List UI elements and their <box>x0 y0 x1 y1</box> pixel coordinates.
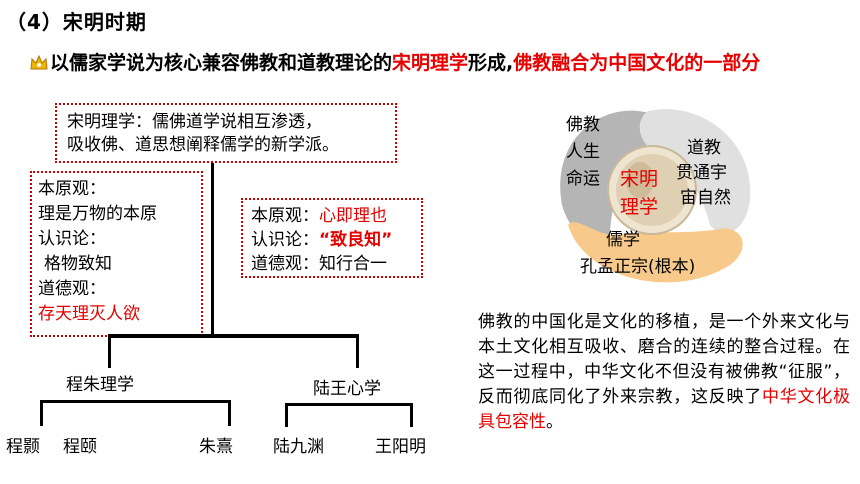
lw-line-1: 本原观：心即理也 <box>251 204 413 228</box>
definition-box: 宋明理学：儒佛道学说相互渗透， 吸收佛、道思想阐释儒学的新学派。 <box>55 103 397 163</box>
lw-label-3: 道德观： <box>251 254 319 274</box>
right-branch-drop <box>356 334 359 368</box>
left-sub-drop-1 <box>40 400 43 426</box>
lw-value-3: 知行合一 <box>319 254 387 274</box>
taoism-segment <box>639 109 751 233</box>
buddhism-label-3: 命运 <box>566 169 600 189</box>
branch-lu-wang: 陆王心学 <box>313 379 381 399</box>
lw-label-2: 认识论： <box>251 230 319 250</box>
leaf-lu-jiuyuan: 陆九渊 <box>273 437 324 457</box>
intro-text-b: 形成, <box>468 52 514 74</box>
lw-value-2: “致良知” <box>319 230 393 250</box>
trunk-line <box>211 163 214 336</box>
buddhism-label-2: 人生 <box>566 142 600 162</box>
left-sub-line <box>40 400 230 403</box>
portrait-shade <box>626 162 654 198</box>
center-label-2: 理学 <box>620 196 658 218</box>
confucian-label-2: 孔孟正宗(根本) <box>580 257 695 277</box>
branch-line <box>108 334 358 338</box>
paragraph-end: 。 <box>546 412 563 432</box>
taoism-label-3: 宙自然 <box>680 188 731 208</box>
three-teachings-diagram: 佛教 人生 命运 道教 贯通宇 宙自然 宋明 理学 儒学 孔孟正宗(根本) <box>560 109 751 283</box>
cz-line-6: 存天理灭人欲 <box>38 304 140 324</box>
right-sub-drop-2 <box>410 403 413 427</box>
paragraph-highlight: 中华文化极具包容性 <box>478 387 850 432</box>
intro-statement: 以儒家学说为核心兼容佛教和道教理论的宋明理学形成,佛教融合为中国文化的一部分 <box>30 50 850 76</box>
cheng-zhu-box: 本原观： 理是万物的本原 认识论： 格物致知 道德观： 存天理灭人欲 <box>30 171 203 337</box>
section-title: （4）宋明时期 <box>6 10 147 34</box>
definition-line-1: 宋明理学：儒佛道学说相互渗透， <box>67 112 322 132</box>
center-label-1: 宋明 <box>620 168 658 190</box>
leaf-wang-yangming: 王阳明 <box>375 437 426 457</box>
crown-icon <box>30 55 48 70</box>
taoism-label-1: 道教 <box>687 138 721 158</box>
taoism-label-2: 贯通宇 <box>676 163 727 183</box>
leaf-cheng-yi: 程颐 <box>63 437 97 457</box>
lw-line-3: 道德观：知行合一 <box>251 252 413 276</box>
leaf-zhu-xi: 朱熹 <box>199 437 233 457</box>
lw-line-2: 认识论：“致良知” <box>251 228 413 252</box>
intro-text-a: 以儒家学说为核心兼容佛教和道教理论的 <box>50 52 393 74</box>
left-sub-drop-2 <box>228 400 231 426</box>
cz-line-4: 格物致知 <box>44 254 112 274</box>
confucianism-segment <box>568 222 743 283</box>
confucian-label-1: 儒学 <box>606 230 640 250</box>
cz-line-2: 理是万物的本原 <box>38 204 157 224</box>
leaf-cheng-hao: 程颢 <box>6 437 40 457</box>
lw-label-1: 本原观： <box>251 206 319 226</box>
lw-value-1: 心即理也 <box>319 206 387 226</box>
intro-highlight-buddhism: 佛教融合为中国文化的一部分 <box>513 52 761 74</box>
cz-line-5: 道德观： <box>38 279 106 299</box>
lu-wang-box: 本原观：心即理也 认识论：“致良知” 道德观：知行合一 <box>241 198 423 278</box>
branch-cheng-zhu: 程朱理学 <box>66 375 134 395</box>
cz-line-3: 认识论： <box>38 229 106 249</box>
right-sub-line <box>285 403 413 406</box>
paragraph-text: 佛教的中国化是文化的移植，是一个外来文化与本土文化相互吸收、磨合的连续的整合过程… <box>478 312 850 407</box>
cz-line-1: 本原观： <box>38 179 106 199</box>
right-sub-drop-1 <box>285 403 288 427</box>
conclusion-paragraph: 佛教的中国化是文化的移植，是一个外来文化与本土文化相互吸收、磨合的连续的整合过程… <box>478 310 850 435</box>
intro-highlight-songming: 宋明理学 <box>392 52 469 74</box>
buddhism-label-1: 佛教 <box>566 115 600 135</box>
definition-line-2: 吸收佛、道思想阐释儒学的新学派。 <box>67 135 339 155</box>
buddhism-segment <box>560 110 657 241</box>
left-branch-drop <box>108 334 111 368</box>
